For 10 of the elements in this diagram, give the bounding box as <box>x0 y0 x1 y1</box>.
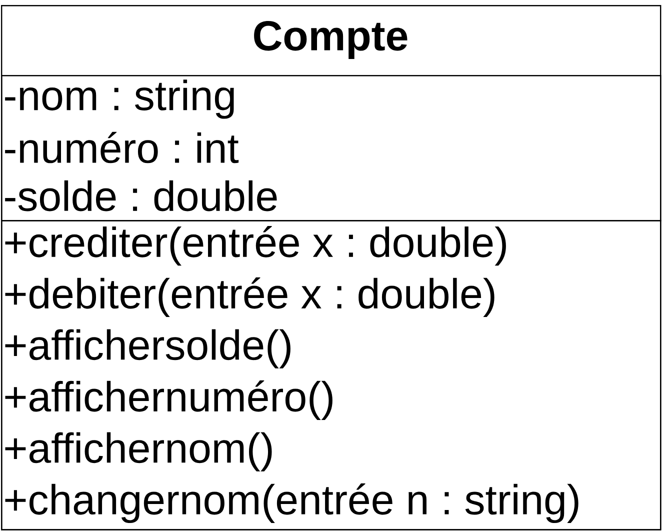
class-name: Compte <box>254 20 408 60</box>
attribute-text: -solde : double <box>5 180 277 212</box>
method-text: +changernom(entrée n : string) <box>5 483 578 524</box>
method-text: +affichersolde() <box>5 329 290 368</box>
attribute-text: -nom : string <box>5 80 234 119</box>
method-text: +affichernom() <box>5 432 272 472</box>
method-text: +debiter(entrée x : double) <box>5 277 494 317</box>
method-text: +crediter(entrée x : double) <box>5 226 506 266</box>
method-text: +affichernuméro() <box>5 380 332 420</box>
attribute-text: -numéro : int <box>5 132 239 164</box>
